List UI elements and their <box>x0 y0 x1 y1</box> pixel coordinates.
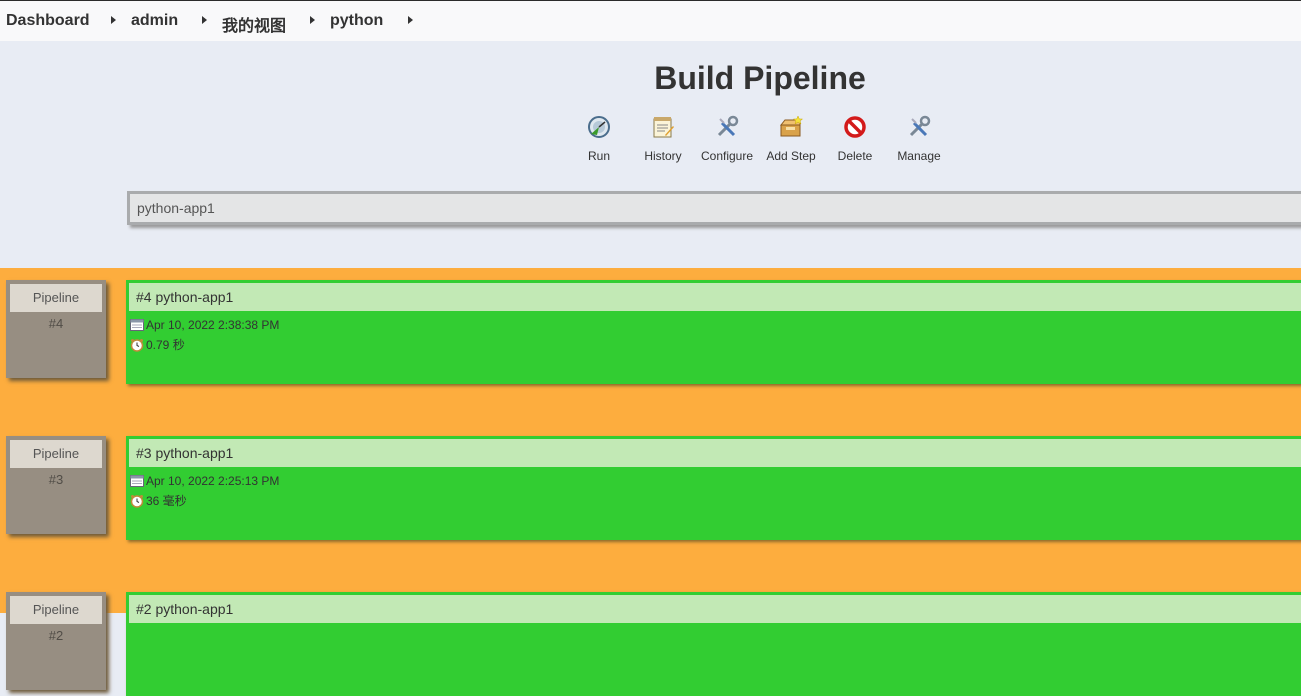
manage-label: Manage <box>897 149 941 163</box>
pipeline-box[interactable]: Pipeline #3 <box>6 436 106 534</box>
delete-label: Delete <box>837 149 873 163</box>
add-step-box-icon <box>779 115 804 137</box>
build-box[interactable]: #4 python-app1 Apr 10, 2022 2:38:38 PM 0… <box>126 280 1301 384</box>
build-date-row: Apr 10, 2022 2:25:13 PM <box>130 471 1301 491</box>
pipeline-box[interactable]: Pipeline #2 <box>6 592 106 690</box>
run-label: Run <box>587 149 610 163</box>
breadcrumb-my-views[interactable]: 我的视图 <box>222 18 287 35</box>
calendar-icon <box>130 475 144 487</box>
build-duration-row: 0.79 秒 <box>130 335 1301 355</box>
breadcrumb-chevron-icon[interactable] <box>310 16 315 24</box>
pipeline-number: #3 <box>48 472 64 487</box>
pipeline-label: Pipeline <box>10 596 102 624</box>
page-title: Build Pipeline <box>654 60 866 96</box>
breadcrumb-chevron-icon[interactable] <box>111 16 116 24</box>
run-button[interactable]: Run <box>567 114 631 163</box>
delete-no-entry-icon <box>844 116 866 138</box>
pipeline-number: #4 <box>48 316 64 331</box>
configure-label: Configure <box>700 149 754 163</box>
build-duration: 36 毫秒 <box>146 494 187 508</box>
pipeline-label: Pipeline <box>10 440 102 468</box>
add-step-button[interactable]: Add Step <box>759 114 823 163</box>
pipeline-label: Pipeline <box>10 284 102 312</box>
breadcrumb: Dashboard admin 我的视图 python <box>0 0 1301 41</box>
history-label: History <box>644 149 682 163</box>
clock-icon <box>130 339 144 352</box>
build-title[interactable]: #4 python-app1 <box>129 283 1301 311</box>
breadcrumb-admin[interactable]: admin <box>131 12 179 29</box>
delete-button[interactable]: Delete <box>823 114 887 163</box>
add-step-label: Add Step <box>766 149 816 163</box>
breadcrumb-python[interactable]: python <box>330 12 384 29</box>
calendar-icon <box>130 319 144 331</box>
run-icon <box>588 116 610 138</box>
pipeline-box[interactable]: Pipeline #4 <box>6 280 106 378</box>
build-title[interactable]: #3 python-app1 <box>129 439 1301 467</box>
build-date: Apr 10, 2022 2:25:13 PM <box>146 474 280 488</box>
breadcrumb-chevron-icon[interactable] <box>202 16 207 24</box>
build-title[interactable]: #2 python-app1 <box>129 595 1301 623</box>
build-duration-row: 36 毫秒 <box>130 491 1301 511</box>
configure-button[interactable]: Configure <box>695 114 759 163</box>
build-box[interactable]: #2 python-app1 <box>126 592 1301 696</box>
wrench-screwdriver-icon <box>717 115 739 137</box>
build-duration: 0.79 秒 <box>146 338 185 352</box>
build-date: Apr 10, 2022 2:38:38 PM <box>146 318 280 332</box>
breadcrumb-dashboard[interactable]: Dashboard <box>6 12 90 29</box>
manage-button[interactable]: Manage <box>887 114 951 163</box>
build-box[interactable]: #3 python-app1 Apr 10, 2022 2:25:13 PM 3… <box>126 436 1301 540</box>
pipeline-toolbar: Run History Configure Add Step <box>0 114 1301 174</box>
history-notepad-icon <box>653 117 674 138</box>
pipeline-number: #2 <box>48 628 64 643</box>
clock-icon <box>130 495 144 508</box>
wrench-screwdriver-icon <box>909 115 931 137</box>
pipeline-area: Pipeline #4 #4 python-app1 Apr 10, 2022 … <box>0 268 1301 696</box>
breadcrumb-chevron-icon[interactable] <box>408 16 413 24</box>
job-header[interactable]: python-app1 <box>127 191 1301 225</box>
build-date-row: Apr 10, 2022 2:38:38 PM <box>130 315 1301 335</box>
history-button[interactable]: History <box>631 114 695 163</box>
